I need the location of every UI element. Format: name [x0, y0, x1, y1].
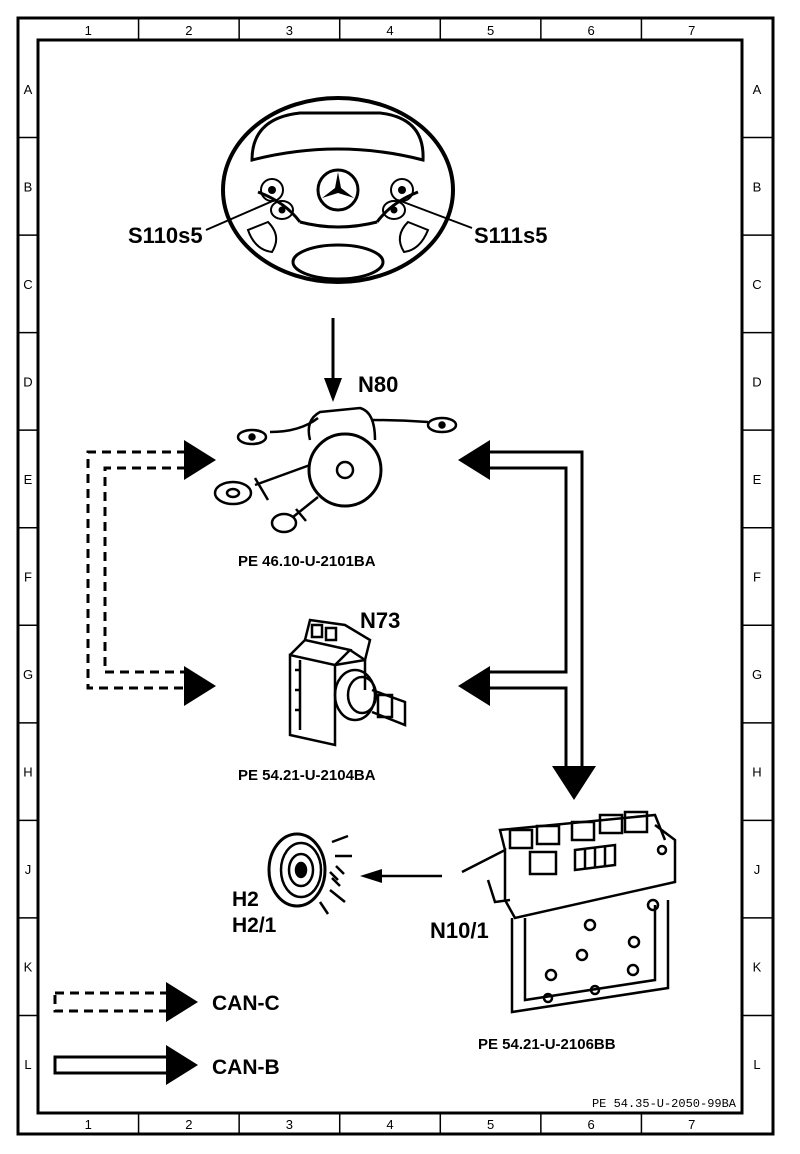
can-c-arrow-to-n73	[184, 666, 216, 706]
switch-right-label: S111s5	[474, 223, 547, 248]
switch-left-leader	[205, 199, 276, 231]
ignition-module-label: N73	[360, 608, 400, 633]
grid-row-label-right: H	[752, 765, 761, 780]
grid-column-label-top: 5	[487, 23, 494, 38]
grid-column-label-top: 1	[85, 23, 92, 38]
can-c-bus	[86, 450, 186, 690]
grid-row-label-right: A	[753, 82, 762, 97]
inner-frame	[36, 38, 744, 1115]
sam-module-label: N10/1	[430, 918, 489, 943]
grid-row-label-left: A	[24, 82, 33, 97]
grid-column-label-top: 3	[286, 23, 293, 38]
legend-can-b	[53, 1045, 198, 1085]
can-b-bus	[488, 450, 584, 768]
grid-column-label-bottom: 7	[688, 1117, 695, 1132]
wheel-to-n80-arrowhead	[324, 378, 342, 402]
ignition-module	[288, 618, 407, 747]
sam-module	[461, 810, 677, 1014]
grid-column-label-bottom: 6	[588, 1117, 595, 1132]
grid-column-label-bottom: 3	[286, 1117, 293, 1132]
can-b-arrow-to-n10	[552, 766, 596, 800]
steering-module-reference: PE 46.10-U-2101BA	[238, 553, 376, 570]
grid-row-label-left: L	[24, 1057, 31, 1072]
grid-column-label-top: 4	[386, 23, 393, 38]
grid-column-label-top: 2	[185, 23, 192, 38]
grid-row-label-right: C	[752, 277, 761, 292]
horn-label-1: H2	[232, 888, 259, 911]
grid-column-label-bottom: 4	[386, 1117, 393, 1132]
grid-row-label-left: D	[23, 374, 32, 389]
grid-row-label-right: B	[753, 179, 762, 194]
grid-row-label-left: K	[24, 960, 33, 975]
ignition-module-reference: PE 54.21-U-2104BA	[238, 767, 376, 784]
grid-row-label-right: E	[753, 472, 762, 487]
grid-row-label-left: E	[24, 472, 33, 487]
grid-column-label-bottom: 1	[85, 1117, 92, 1132]
can-b-arrow-to-n73	[458, 666, 490, 706]
grid-column-label-bottom: 2	[185, 1117, 192, 1132]
grid-row-label-right: G	[752, 667, 762, 682]
grid-row-label-right: D	[752, 374, 761, 389]
legend-can-b-label: CAN-B	[212, 1056, 280, 1079]
steering-wheel	[221, 96, 455, 284]
switch-left-label: S110s5	[128, 223, 203, 248]
grid-row-label-left: B	[24, 179, 33, 194]
grid-row-label-left: F	[24, 570, 32, 585]
grid-row-label-left: G	[23, 667, 33, 682]
grid-column-label-top: 6	[588, 23, 595, 38]
grid-row-label-right: J	[754, 862, 761, 877]
legend-can-c	[53, 982, 198, 1022]
drawing-id: PE 54.35-U-2050-99BA	[592, 1097, 737, 1111]
steering-module-label: N80	[358, 372, 398, 397]
grid-row-label-right: L	[753, 1057, 760, 1072]
grid-row-label-left: J	[25, 862, 32, 877]
can-c-arrow-to-n80	[184, 440, 216, 480]
grid-column-label-top: 7	[688, 23, 695, 38]
grid-row-label-left: C	[23, 277, 32, 292]
sam-module-reference: PE 54.21-U-2106BB	[478, 1036, 616, 1053]
horn-label-2: H2/1	[232, 914, 277, 937]
steering-column-module	[213, 406, 458, 534]
sam-to-horn-arrowhead	[360, 869, 382, 883]
grid-row-label-left: H	[23, 765, 32, 780]
horn	[267, 832, 352, 915]
switch-right-leader	[397, 199, 473, 229]
can-b-arrow-to-n80	[458, 440, 490, 480]
outer-frame	[16, 16, 775, 1136]
legend-can-c-label: CAN-C	[212, 992, 280, 1015]
grid-column-label-bottom: 5	[487, 1117, 494, 1132]
grid-row-label-right: F	[753, 570, 761, 585]
grid-row-label-right: K	[753, 960, 762, 975]
